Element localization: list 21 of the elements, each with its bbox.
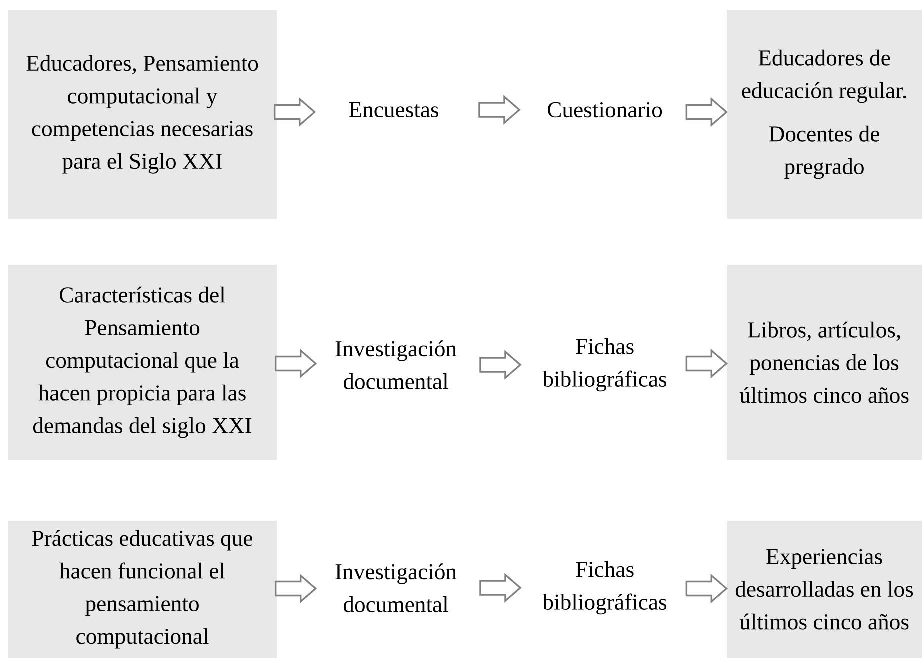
info-box: Experiencias desarrolladas en los últimos cinco años (727, 521, 922, 658)
step-text: Fichas bibliográficas (542, 561, 667, 615)
step-text: Investigación documental (336, 340, 457, 390)
block-arrow (274, 97, 316, 128)
info-box: Características del Pensamiento computacional que la hacen propicia para las demandas del siglo XXI (8, 265, 277, 460)
block-arrow (686, 348, 728, 379)
block-arrow (686, 97, 728, 128)
info-box: Prácticas educativas que hacen funcional el pensamiento computacional (8, 521, 277, 658)
step-text: Fichas bibliográficas (542, 338, 667, 392)
info-box: Educadores de educación regular. Docentes de pregrado (727, 10, 922, 219)
block-arrow (686, 574, 728, 604)
block-arrow (478, 95, 521, 125)
block-arrow (274, 348, 318, 379)
block-arrow (480, 573, 522, 603)
block-arrow (274, 574, 318, 604)
info-box: Educadores, Pensamiento computacional y competencias necesarias para el Siglo XXI (8, 10, 277, 219)
block-arrow (480, 350, 522, 380)
step-text: Investigación documental (336, 564, 457, 612)
step-text: Encuestas (349, 102, 439, 118)
info-box: Libros, artículos, ponencias de los últimos cinco años (727, 265, 922, 460)
step-text: Cuestionario (548, 102, 662, 118)
